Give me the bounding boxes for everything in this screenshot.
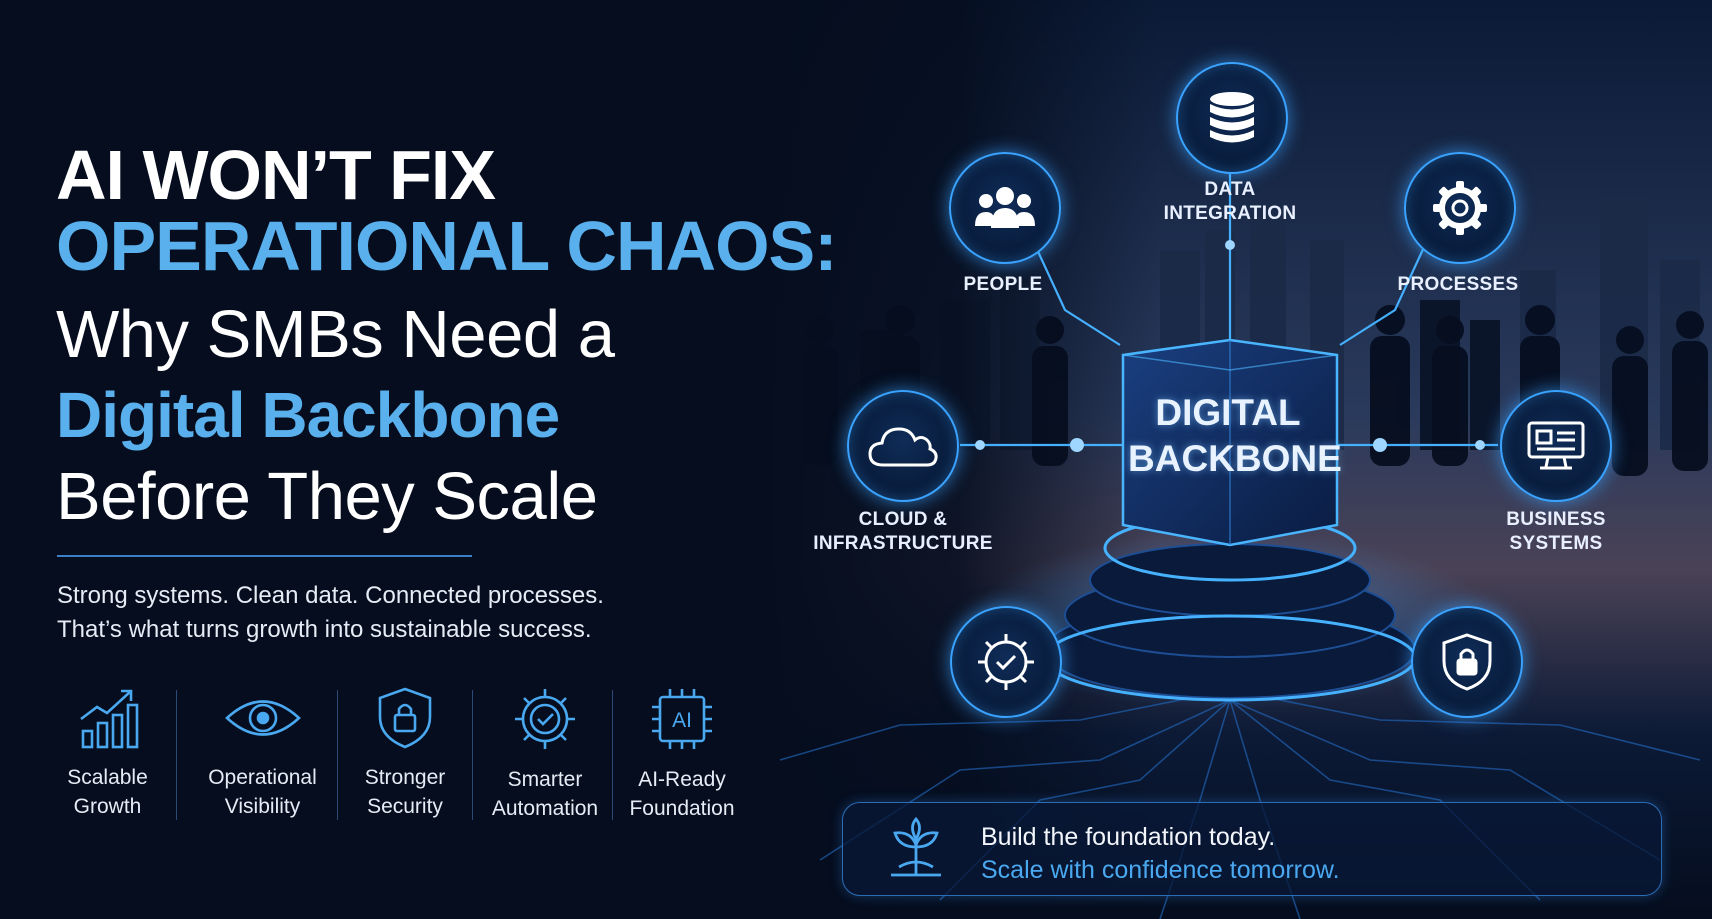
headline-line-5: Before They Scale xyxy=(56,459,598,534)
node-label-line-1: DATA xyxy=(1204,179,1256,200)
feature-label-1: Smarter xyxy=(507,768,583,791)
feature-label-2: Foundation xyxy=(629,797,735,820)
node-label-data-integration: DATA INTEGRATION xyxy=(1164,178,1297,226)
node-label-processes: PROCESSES xyxy=(1397,274,1519,295)
node-label-people: PEOPLE xyxy=(963,274,1043,295)
node-label-line-1: CLOUD & xyxy=(858,509,948,530)
node-security xyxy=(1411,606,1523,718)
sprout-icon xyxy=(891,817,941,877)
headline-line-4: Digital Backbone xyxy=(56,379,560,451)
headline-line-3: Why SMBs Need a xyxy=(56,297,615,372)
feature-label-2: Security xyxy=(367,795,443,818)
cta-line-1: Build the foundation today. xyxy=(981,823,1276,851)
tagline-line-1: Strong systems. Clean data. Connected pr… xyxy=(57,582,604,609)
feature-label-2: Growth xyxy=(73,795,142,818)
node-people xyxy=(949,152,1061,264)
feature-label-2: Visibility xyxy=(224,795,301,818)
feature-label-2: Automation xyxy=(491,797,599,820)
node-label-line-2: SYSTEMS xyxy=(1509,533,1603,554)
gear-icon xyxy=(1433,181,1487,235)
feature-label-1: Operational xyxy=(208,766,317,789)
digital-backbone-label: DIGITAL BACKBONE xyxy=(1128,390,1342,482)
headline-line-2: OPERATIONAL CHAOS: xyxy=(56,207,838,285)
ai-chip-icon: AI xyxy=(652,689,712,749)
feature-label-1: AI-Ready xyxy=(638,768,726,791)
feature-label-1: Stronger xyxy=(364,766,446,789)
feature-separator xyxy=(472,690,473,820)
node-data-integration xyxy=(1176,62,1288,174)
node-label-business-systems: BUSINESS SYSTEMS xyxy=(1506,508,1606,556)
svg-text:AI: AI xyxy=(672,709,692,732)
feature-separator xyxy=(612,690,613,820)
node-business-systems xyxy=(1500,390,1612,502)
center-label-line-1: DIGITAL xyxy=(1155,392,1301,433)
gear-check-icon xyxy=(978,634,1034,690)
tagline-line-2: That’s what turns growth into sustainabl… xyxy=(57,616,592,643)
node-cloud-infrastructure xyxy=(847,390,959,502)
shield-lock-icon xyxy=(1442,633,1492,691)
shield-lock-icon xyxy=(378,687,432,749)
cloud-icon xyxy=(868,427,938,467)
cta-banner: Build the foundation today. Scale with c… xyxy=(842,802,1662,896)
cta-line-2: Scale with confidence tomorrow. xyxy=(981,856,1340,884)
gear-check-icon xyxy=(515,689,575,749)
node-label-cloud-infrastructure: CLOUD & INFRASTRUCTURE xyxy=(813,508,992,556)
people-icon xyxy=(975,187,1035,228)
node-label-line-2: INTEGRATION xyxy=(1163,203,1297,224)
node-label-line-1: BUSINESS xyxy=(1506,509,1606,530)
feature-separator xyxy=(176,690,177,820)
feature-label-1: Scalable xyxy=(67,766,148,789)
monitor-icon xyxy=(1527,421,1585,470)
feature-separator xyxy=(337,690,338,820)
center-label-line-2: BACKBONE xyxy=(1128,438,1342,479)
node-automation xyxy=(950,606,1062,718)
headline-divider xyxy=(57,555,472,557)
database-icon xyxy=(1210,92,1254,143)
headline-line-1: AI WON’T FIX xyxy=(56,136,496,214)
growth-chart-icon xyxy=(79,689,138,749)
node-processes xyxy=(1404,152,1516,264)
eye-icon xyxy=(224,700,301,736)
node-label-line-2: INFRASTRUCTURE xyxy=(813,533,993,554)
